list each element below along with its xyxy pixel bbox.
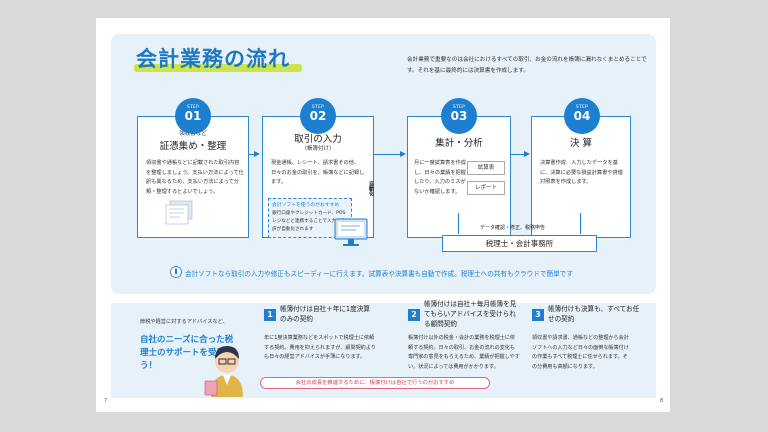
step-3-number: 03 — [450, 109, 468, 123]
step-2-label: STEP — [311, 105, 325, 110]
plan-1-number: 1 — [264, 309, 276, 321]
page-number-right: 8 — [660, 398, 664, 404]
step-4-badge: STEP 04 — [564, 98, 600, 134]
connector-left — [458, 213, 459, 234]
accountant-illustration — [204, 346, 243, 397]
step-3-box: 集計・分析 月に一度試算表を作成し、日々の業績を把握したり、入力のミスがないか確… — [407, 116, 511, 238]
flow-arrow-1 — [249, 154, 256, 155]
step-3-badge: STEP 03 — [441, 98, 477, 134]
support-lead-small: 節税や経営に対するアドバイスなど、 — [140, 319, 228, 325]
connector-right — [580, 213, 581, 234]
plan-2-title: 帳簿付けは自社＋毎月帳簿を見てもらいアドバイスを受けられる顧問契約 — [424, 300, 517, 328]
plan-2-number: 2 — [408, 309, 420, 321]
intro-text: 会計業務で重要なのは会社におけるすべての取引、お金の流れを帳簿に漏れなくまとめる… — [407, 57, 647, 74]
plan-1-title: 帳簿付けは自社＋年に1度決算のみの契約 — [280, 305, 370, 323]
flow-arrow-2 — [374, 154, 401, 155]
step-1-number: 01 — [184, 109, 202, 123]
step-3-title: 集計・分析 — [435, 138, 483, 149]
data-check-label: データ確認・修正、税務申告 — [480, 225, 546, 231]
flow-arrow-3-head — [524, 151, 530, 157]
step-1-label: STEP — [186, 105, 200, 110]
step-4-number: 04 — [573, 109, 591, 123]
step-4-label: STEP — [575, 105, 589, 110]
recommendation-pill: 会社の成長を推進するために、帳簿付けは自社で行うのがおすすめ — [260, 377, 490, 389]
step-1-title: 証憑集め・整理 — [159, 141, 227, 152]
step-2-body: 現金通帳、レシート、請求書その他、日々のお金の取引を、帳簿などに記録します。 — [271, 160, 365, 185]
plan-3-body: 領収書や請求書、通帳などの整理から会計ソフトへの入力など日々の面倒な帳簿付けの作… — [532, 335, 629, 370]
support-lead-big: 自社のニーズに合った税理士のサポートを受けよう！ — [140, 335, 234, 371]
page-number-left: 7 — [104, 398, 108, 404]
flow-arrow-1-head — [254, 151, 260, 157]
step-1-pre: 領収書など — [179, 131, 207, 137]
step-2-title: 取引の入力 — [294, 134, 342, 145]
step-2-sub: （帳簿付け） — [301, 146, 335, 152]
flow-arrow-2-head — [400, 151, 406, 157]
automation-label: 自動化 — [368, 181, 374, 196]
software-banner: 会計ソフトなら取引の入力や修正もスピーディーに行えます。試算表や決算書も自動で作… — [185, 270, 573, 278]
step-3-label: STEP — [452, 105, 466, 110]
receipt-icon — [165, 200, 193, 225]
step-3-body: 月に一度試算表を作成し、日々の業績を把握したり、入力のミスがないか確認します。 — [414, 160, 466, 195]
software-note-heading: 会計ソフトを使うのがおすすめ — [272, 203, 340, 208]
plan-3-title: 帳簿付けも決算も、すべてお任せの契約 — [548, 305, 640, 323]
monitor-icon — [334, 218, 368, 246]
step-1-box: 領収書など 証憑集め・整理 領収書や通帳などに記載された取引内容を整理しましょう… — [137, 116, 249, 238]
title-highlight — [134, 64, 302, 72]
report-card: レポート — [467, 181, 505, 195]
step-2-badge: STEP 02 — [300, 98, 336, 134]
step-1-badge: STEP 01 — [175, 98, 211, 134]
flow-arrow-3 — [511, 154, 525, 155]
step-4-box: 決 算 決算書作成 入力したデータを基に、決算に必要な損益計算書や貸借対照表を作… — [531, 116, 631, 238]
plan-3-number: 3 — [532, 309, 544, 321]
hand-pointer-icon — [170, 266, 182, 278]
software-note-body: 銀行口座やクレジットカード、POSレジなどと連携することで入力・仕訳が自動化され… — [272, 211, 346, 232]
trial-balance-card: 試算表 — [467, 161, 505, 175]
page-title: 会計業務の流れ — [136, 47, 290, 71]
step-1-body: 領収書や通帳などに記載された取引内容を整理しましょう。支払い方法によって仕訳も異… — [146, 160, 244, 195]
plan-2-body: 帳簿付け以外の税金・会計の業務を税理士に依頼する契約。日々の取引、お金の流れの変… — [408, 335, 520, 370]
step-4-title: 決 算 — [569, 138, 593, 149]
step-2-number: 02 — [309, 109, 327, 123]
plan-1-body: 年に1度決算業務などをスポットで税理士に依頼する契約。費用を抑えられますが、顧問… — [264, 335, 376, 360]
tax-accountant-box: 税理士・会計事務所 — [442, 235, 597, 252]
step-4-body: 決算書作成 入力したデータを基に、決算に必要な損益計算書や貸借対照表を作成します… — [540, 160, 623, 185]
